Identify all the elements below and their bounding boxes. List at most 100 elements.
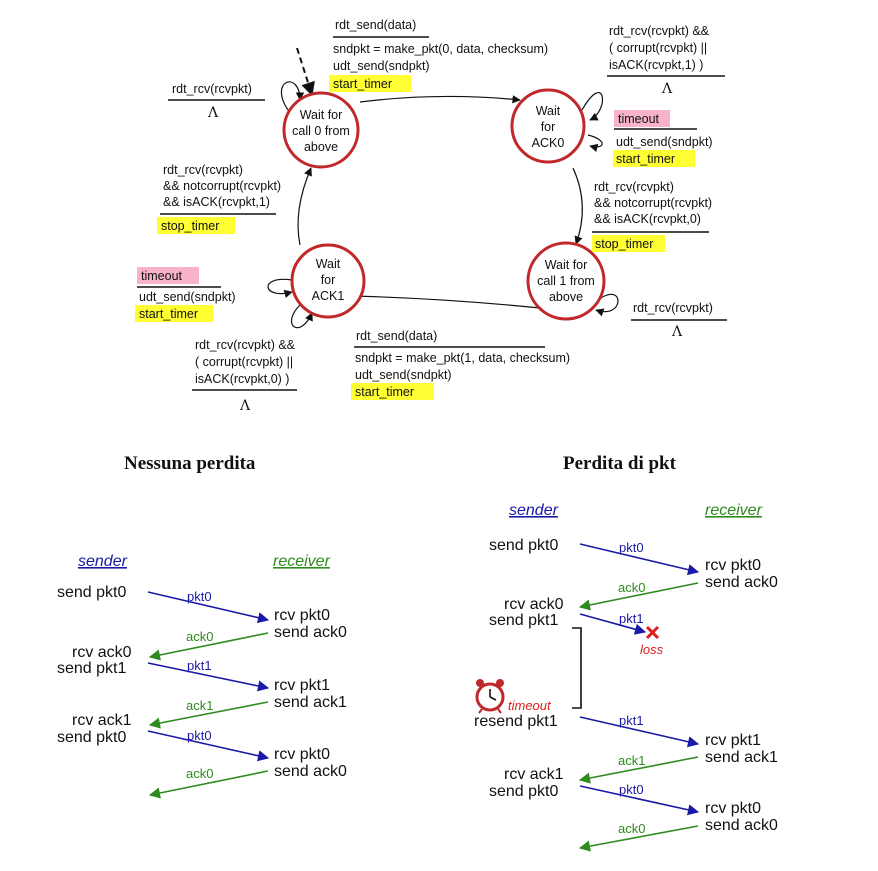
timeout-bracket [572, 627, 582, 709]
state-line: Wait for [300, 108, 343, 122]
event-text: rdt_rcv(rcvpkt) [594, 180, 674, 194]
alarm-clock-icon [475, 679, 505, 714]
event-text: rdt_rcv(rcvpkt) [163, 163, 243, 177]
label-s3-timeout: timeout udt_send(sndpkt) start_timer [135, 267, 236, 322]
state-line: above [304, 140, 338, 154]
receiver-event: send ack0 [705, 574, 778, 591]
action-text: start_timer [139, 307, 198, 321]
label-s2-to-s3: rdt_send(data) sndpkt = make_pkt(1, data… [351, 329, 570, 400]
lambda-text: Λ [661, 81, 673, 97]
label-s1-to-s2: rdt_rcv(rcvpkt) && notcorrupt(rcvpkt) &&… [592, 180, 712, 252]
state-wait-call0: Wait for call 0 from above [282, 91, 360, 169]
pkt-arrow [579, 716, 700, 748]
ack-label: ack1 [618, 753, 645, 768]
highlight [135, 305, 213, 322]
event-text: rdt_rcv(rcvpkt) [172, 82, 252, 96]
action-text: stop_timer [595, 237, 653, 251]
ack-arrow [578, 582, 699, 611]
pkt-label: pkt0 [187, 589, 212, 604]
state-line: above [549, 290, 583, 304]
event-text: ( corrupt(rcvpkt) || [609, 41, 707, 55]
event-text: isACK(rcvpkt,0) ) [195, 372, 289, 386]
action-text: udt_send(sndpkt) [616, 135, 713, 149]
receiver-event: rcv pkt0 [705, 557, 761, 574]
action-text: udt_send(sndpkt) [333, 59, 430, 73]
event-text: && notcorrupt(rcvpkt) [163, 179, 281, 193]
receiver-event: send ack0 [705, 817, 778, 834]
state-line: ACK1 [312, 289, 345, 303]
action-text: udt_send(sndpkt) [355, 368, 452, 382]
ack-arrow [148, 701, 269, 729]
sender-event: rcv ack1 [72, 712, 132, 729]
ack-label: ack1 [186, 698, 213, 713]
action-text: start_timer [333, 77, 392, 91]
state-wait-ack0: Wait for ACK0 [510, 88, 586, 164]
event-text: timeout [618, 112, 660, 126]
sender-event: rcv ack1 [504, 766, 564, 783]
event-text: ( corrupt(rcvpkt) || [195, 355, 293, 369]
ack-arrow [578, 825, 699, 852]
self-loop-s0 [280, 81, 305, 111]
action-text: stop_timer [161, 219, 219, 233]
self-loop-s1-top [581, 92, 604, 121]
state-line: Wait [316, 257, 341, 271]
pkt-label: pkt1 [187, 658, 212, 673]
sender-event: send pkt0 [489, 537, 558, 554]
pkt-label: pkt1 [619, 611, 644, 626]
state-line: Wait for [545, 258, 588, 272]
label-s2-self: rdt_rcv(rcvpkt) Λ [631, 301, 727, 340]
pkt-label: pkt0 [619, 782, 644, 797]
self-loop-s1-timeout [587, 134, 603, 153]
event-text: && isACK(rcvpkt,0) [594, 212, 701, 226]
ack-label: ack0 [186, 766, 213, 781]
transition-s0-s1 [359, 95, 521, 104]
label-s0-self: rdt_rcv(rcvpkt) Λ [168, 82, 265, 121]
state-line: call 0 from [292, 124, 350, 138]
receiver-event: send ack0 [274, 763, 347, 780]
timeout-highlight [614, 110, 670, 127]
pkt-arrow-lost [579, 613, 647, 635]
receiver-event: send ack1 [274, 694, 347, 711]
timeout-label: timeout [508, 698, 552, 713]
sender-event: send pkt0 [489, 783, 558, 800]
highlight [157, 217, 235, 234]
event-text: isACK(rcvpkt,1) ) [609, 58, 703, 72]
state-line: call 1 from [537, 274, 595, 288]
pkt-arrow [147, 730, 270, 762]
lambda-text: Λ [671, 324, 683, 340]
event-text: && isACK(rcvpkt,1) [163, 195, 270, 209]
action-text: start_timer [355, 385, 414, 399]
event-text: timeout [141, 269, 183, 283]
action-text: udt_send(sndpkt) [139, 290, 236, 304]
ack-label: ack0 [618, 821, 645, 836]
event-text: rdt_rcv(rcvpkt) [633, 301, 713, 315]
pkt-arrow [579, 785, 700, 816]
state-line: ACK0 [532, 136, 565, 150]
sender-event: send pkt1 [489, 612, 558, 629]
receiver-heading: receiver [273, 553, 331, 570]
receiver-event: rcv pkt0 [274, 607, 330, 624]
ack-arrow [148, 770, 269, 799]
state-line: for [321, 273, 336, 287]
self-loop-s3-timeout [267, 278, 293, 299]
panel-title: Nessuna perdita [124, 453, 256, 474]
pkt-arrow [147, 662, 270, 692]
pkt-arrow [579, 543, 700, 576]
lambda-text: Λ [239, 398, 251, 414]
label-s1-self-top: rdt_rcv(rcvpkt) && ( corrupt(rcvpkt) || … [607, 24, 725, 97]
self-loop-s3-bottom [290, 304, 313, 329]
receiver-event: send ack1 [705, 749, 778, 766]
lambda-text: Λ [207, 105, 219, 121]
receiver-event: rcv pkt0 [274, 746, 330, 763]
state-line: for [541, 120, 556, 134]
event-text: rdt_send(data) [356, 329, 437, 343]
ack-arrow [148, 632, 269, 661]
initial-state-arrow [296, 47, 315, 97]
event-text: rdt_send(data) [335, 18, 416, 32]
action-text: sndpkt = make_pkt(0, data, checksum) [333, 42, 548, 56]
state-line: Wait [536, 104, 561, 118]
event-text: && notcorrupt(rcvpkt) [594, 196, 712, 210]
timeout-highlight [137, 267, 199, 284]
event-text: rdt_rcv(rcvpkt) && [609, 24, 710, 38]
